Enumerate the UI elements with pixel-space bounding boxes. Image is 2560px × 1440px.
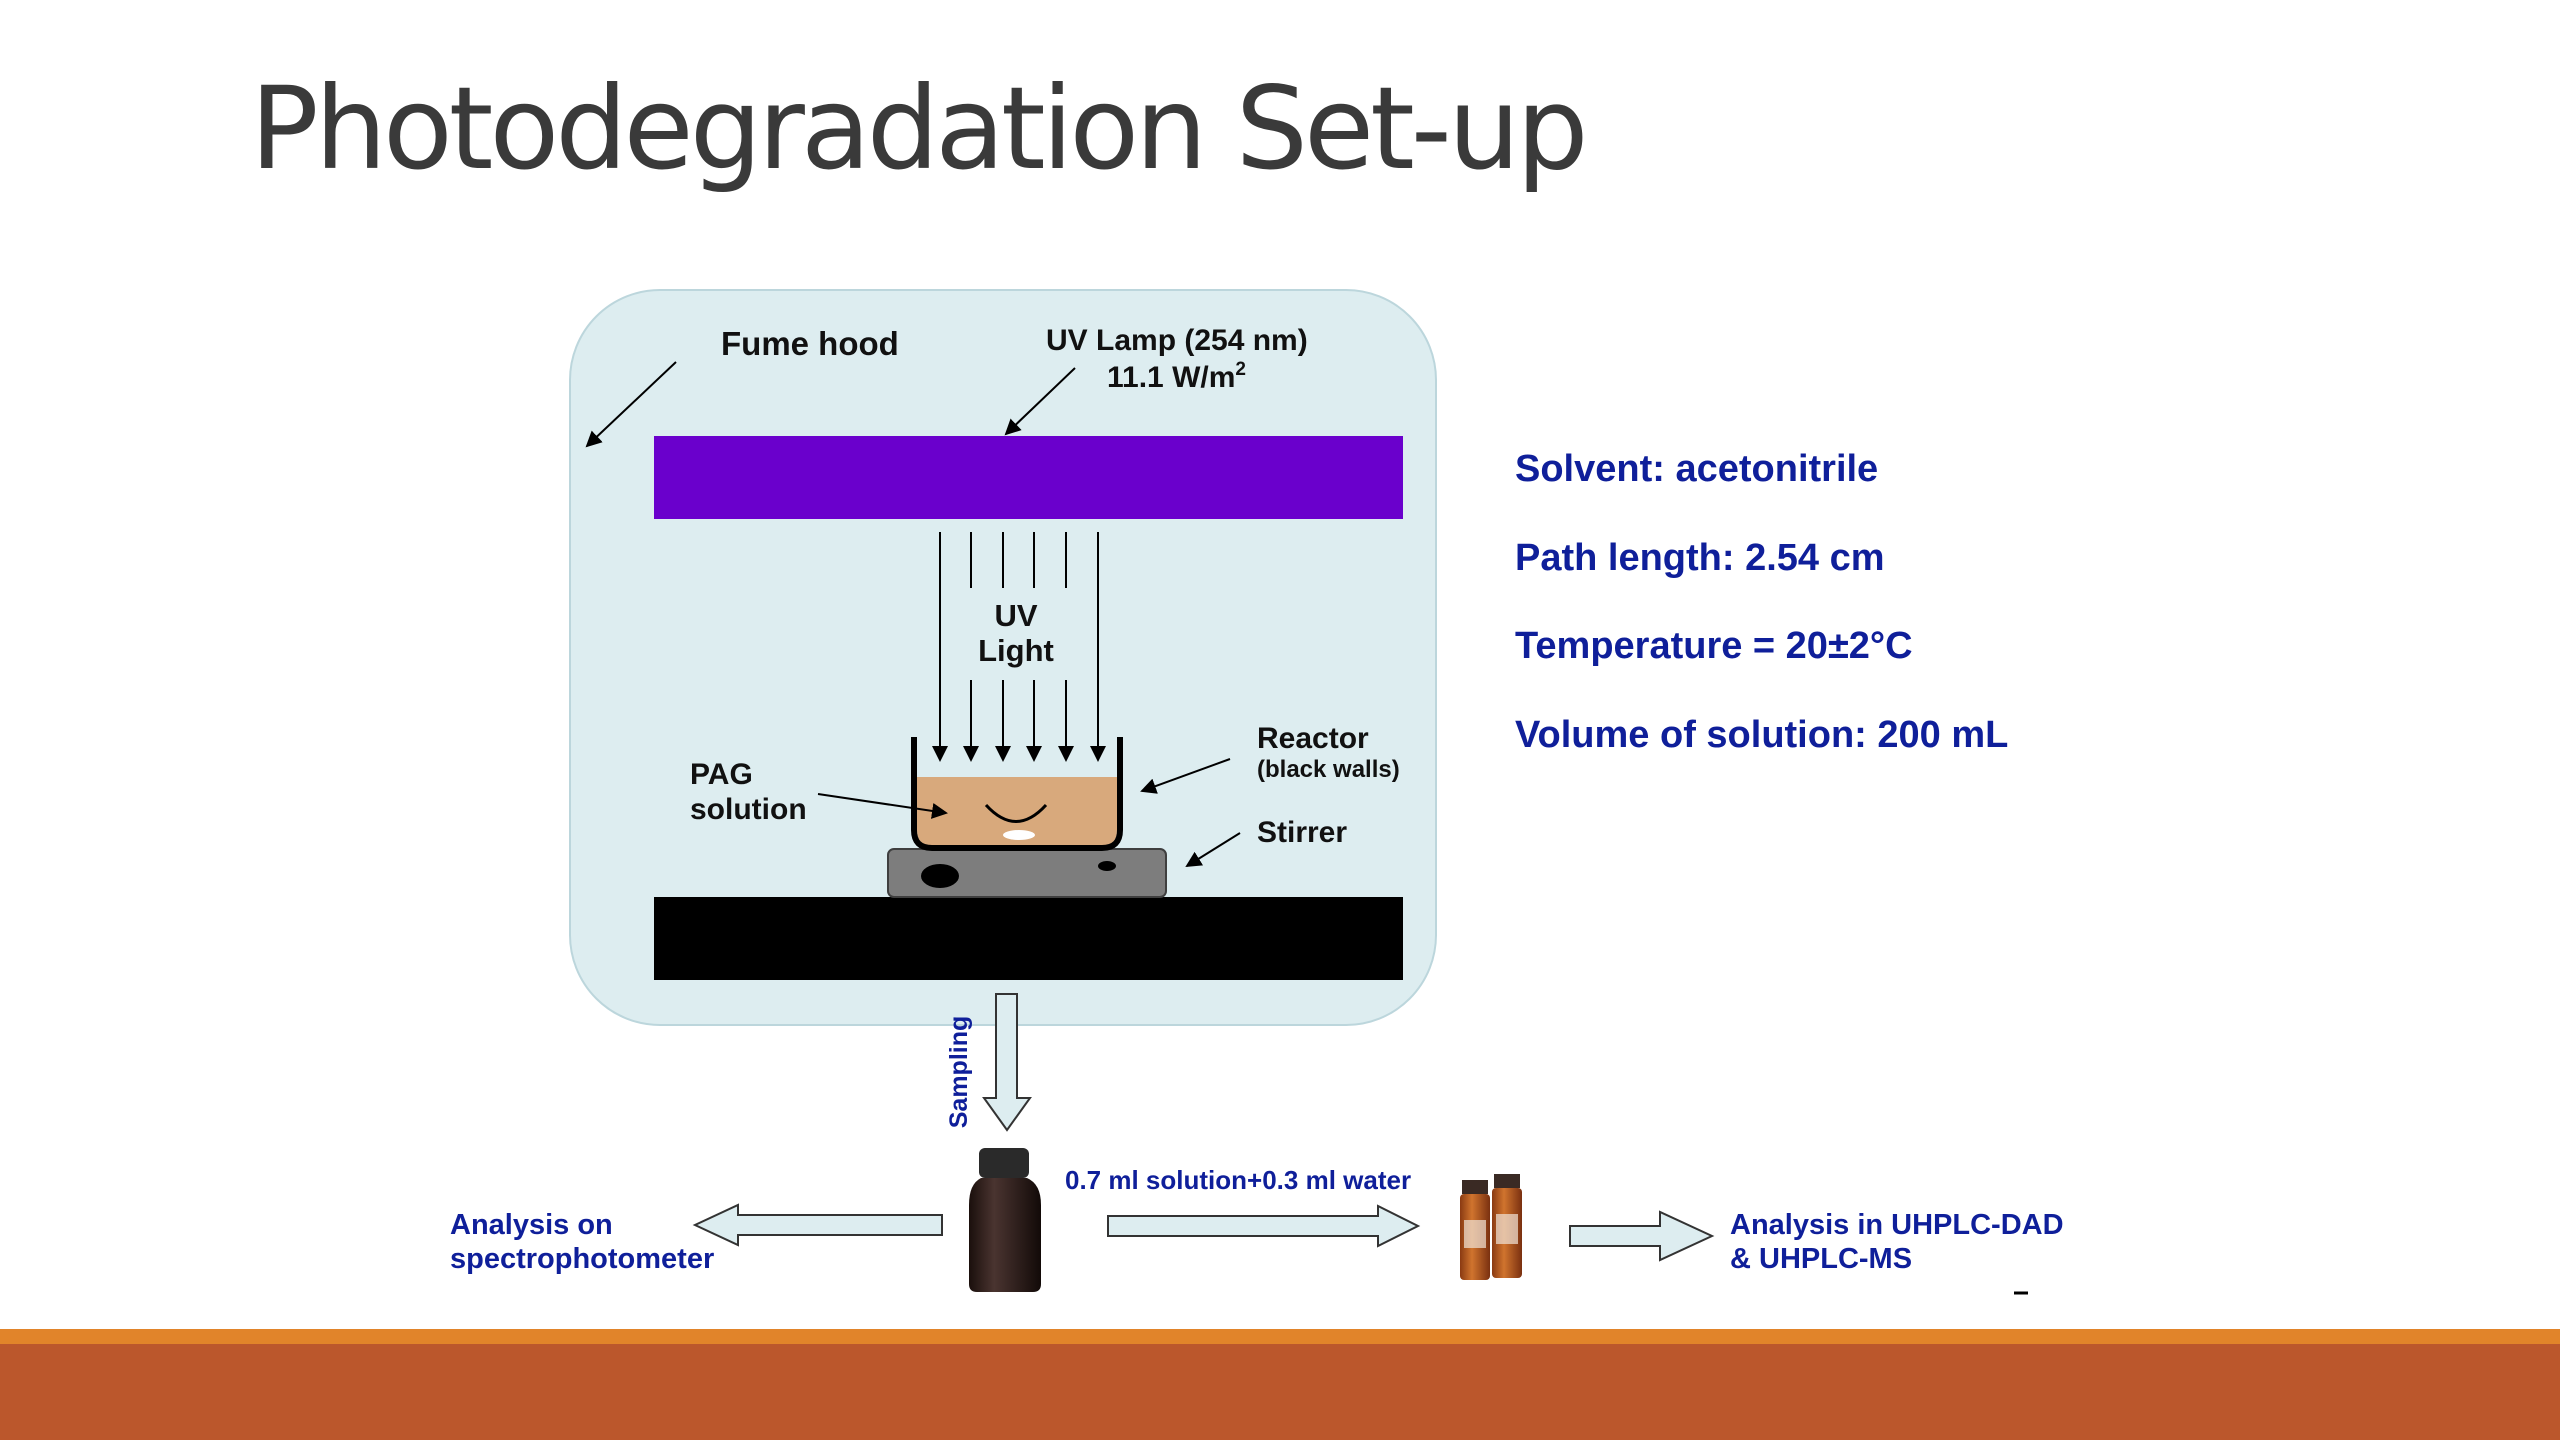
experimental-conditions: Solvent: acetonitrile Path length: 2.54 … <box>1515 448 2008 802</box>
bottle-cap <box>979 1148 1029 1178</box>
sample-bottle <box>969 1178 1041 1292</box>
condition-solvent: Solvent: acetonitrile <box>1515 448 1879 490</box>
spectro-label-line1: Analysis on <box>450 1209 613 1241</box>
uhplc-label-line1: Analysis in UHPLC-DAD <box>1730 1209 2064 1241</box>
stirrer-label: Stirrer <box>1257 816 1347 849</box>
hood-base <box>654 897 1403 980</box>
uv-lamp-irradiance: 11.1 W/m2 <box>1107 359 1246 394</box>
stir-bar <box>984 803 1048 823</box>
uhplc-label-line2: & UHPLC-MS <box>1730 1243 1912 1275</box>
condition-volume: Volume of solution: 200 mL <box>1515 713 2009 756</box>
stirrer-pointer <box>1185 832 1241 868</box>
stir-vortex <box>1003 830 1035 840</box>
condition-path-length: Path length: 2.54 cm <box>1515 536 1885 579</box>
arrow-to-uhplc <box>1569 1210 1715 1262</box>
pag-label-line2: solution <box>690 793 807 826</box>
condition-temperature: Temperature = 20±2°C <box>1515 625 1913 667</box>
uv-light-rays <box>932 532 1106 762</box>
spectro-label-line2: spectrophotometer <box>450 1243 714 1275</box>
uv-light-label-line2: Light <box>978 633 1054 668</box>
fume-hood-label: Fume hood <box>721 325 899 362</box>
fume-hood-pointer <box>585 361 677 448</box>
footer-band-rust <box>0 1344 2560 1440</box>
pag-label-line1: PAG <box>690 758 753 791</box>
stirrer-knob-large <box>921 864 959 888</box>
sampling-arrow <box>982 993 1032 1132</box>
dilution-label: 0.7 ml solution+0.3 ml water <box>1065 1165 1411 1195</box>
uv-lamp-pointer <box>1004 367 1076 436</box>
arrow-to-spectrophotometer <box>692 1203 943 1247</box>
stirrer-knob-small <box>1098 861 1116 871</box>
slide-title: Photodegradation Set-up <box>250 62 1589 195</box>
uv-lamp <box>654 436 1403 519</box>
hplc-vials <box>1460 1174 1522 1280</box>
pag-pointer <box>817 793 948 819</box>
footer-band-orange <box>0 1329 2560 1344</box>
uv-light-label-line1: UV <box>994 598 1037 633</box>
reactor-vessel <box>911 737 1123 851</box>
arrow-to-vials <box>1107 1204 1421 1248</box>
reactor-note: (black walls) <box>1257 756 1400 783</box>
reactor-label: Reactor <box>1257 722 1369 755</box>
pag-solution <box>917 777 1117 846</box>
uv-lamp-label: UV Lamp (254 nm) <box>1046 324 1308 357</box>
reactor-pointer <box>1140 758 1231 794</box>
sampling-label: Sampling <box>945 1016 973 1129</box>
